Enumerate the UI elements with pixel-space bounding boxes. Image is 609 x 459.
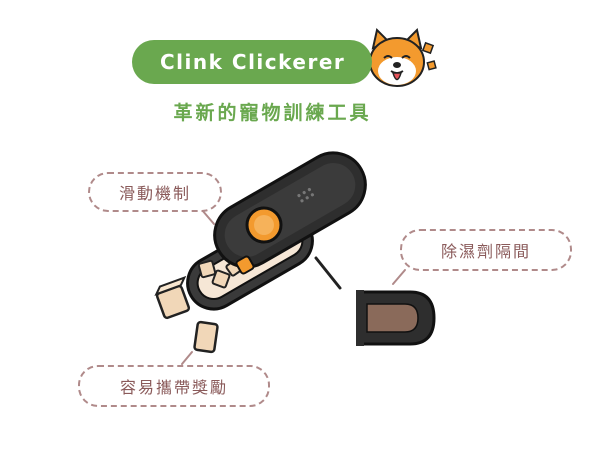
clicker-device xyxy=(186,151,367,311)
treat-cube-icon xyxy=(197,259,243,289)
callout-slide-label: 滑動機制 xyxy=(118,184,191,203)
shiba-dog-icon xyxy=(369,28,425,87)
connector-slide xyxy=(201,209,215,225)
sparkle-icon xyxy=(421,41,435,55)
desiccant-cap xyxy=(356,290,436,346)
page-title: Clink Clickerer xyxy=(160,50,346,74)
connector-carry xyxy=(181,351,193,365)
callout-deodor-label: 除濕劑隔間 xyxy=(440,242,531,261)
page-subtitle: 革新的寵物訓練工具 xyxy=(173,102,372,124)
title-pill: Clink Clickerer xyxy=(132,40,372,84)
sparkle-icon xyxy=(426,60,437,71)
loose-treats xyxy=(154,275,219,354)
callout-desiccant-compartment: 除濕劑隔間 xyxy=(400,229,572,271)
callout-slide-mechanism: 滑動機制 xyxy=(88,172,222,212)
separator-line xyxy=(314,256,342,290)
callout-easy-carry: 容易攜帶獎勵 xyxy=(78,365,270,407)
connector-deodor xyxy=(392,269,406,285)
callout-carry-label: 容易攜帶獎勵 xyxy=(119,378,228,397)
